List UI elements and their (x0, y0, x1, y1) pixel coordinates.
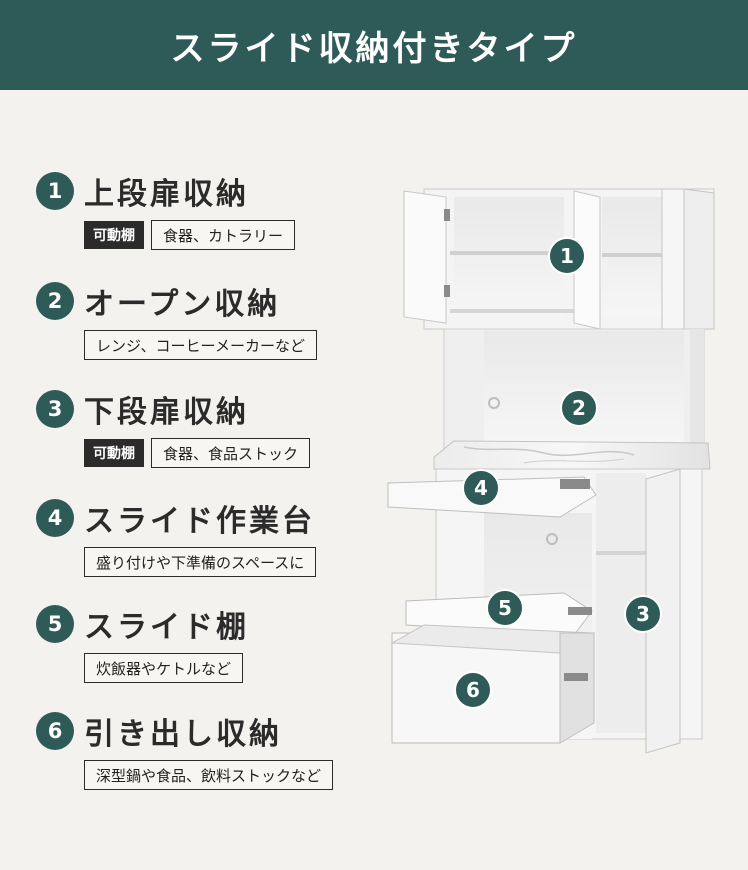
feature-title: 下段扉収納 (84, 395, 249, 430)
feature-item-4: 4 スライド作業台 盛り付けや下準備のスペースに (36, 497, 406, 577)
feature-usage-tag: 炊飯器やケトルなど (84, 653, 244, 683)
feature-number-badge: 4 (36, 499, 74, 537)
marker-slide-worktop: 4 (462, 469, 500, 507)
feature-usage-tag: 盛り付けや下準備のスペースに (84, 547, 317, 577)
feature-title: スライド棚 (84, 610, 249, 645)
marker-open-storage: 2 (560, 389, 598, 427)
feature-number-badge: 3 (36, 390, 74, 428)
feature-number-badge: 6 (36, 712, 74, 750)
feature-number-badge: 1 (36, 172, 74, 210)
feature-item-2: 2 オープン収納 レンジ、コーヒーメーカーなど (36, 280, 406, 360)
feature-item-1: 1 上段扉収納 可動棚 食器、カトラリー (36, 170, 406, 250)
feature-usage-tag: 食器、食品ストック (151, 438, 311, 468)
kitchen-cabinet-illustration: 1 2 3 4 5 6 (384, 183, 720, 763)
page-header: スライド収納付きタイプ (0, 0, 748, 90)
feature-item-6: 6 引き出し収納 深型鍋や食品、飲料ストックなど (36, 710, 406, 790)
marker-slide-shelf: 5 (486, 589, 524, 627)
marker-upper-door: 1 (548, 237, 586, 275)
cabinet-drawing (387, 188, 715, 754)
feature-number-badge: 5 (36, 605, 74, 643)
feature-title: スライド作業台 (84, 504, 315, 539)
feature-title: オープン収納 (84, 287, 281, 322)
feature-item-3: 3 下段扉収納 可動棚 食器、食品ストック (36, 388, 406, 468)
feature-usage-tag: レンジ、コーヒーメーカーなど (84, 330, 317, 360)
feature-title: 上段扉収納 (84, 177, 249, 212)
marker-drawer: 6 (454, 671, 492, 709)
marker-lower-door: 3 (624, 595, 662, 633)
feature-title: 引き出し収納 (84, 717, 282, 752)
feature-usage-tag: 食器、カトラリー (151, 220, 296, 250)
page-title: スライド収納付きタイプ (170, 28, 578, 69)
movable-shelf-badge: 可動棚 (84, 439, 144, 467)
feature-usage-tag: 深型鍋や食品、飲料ストックなど (84, 760, 334, 790)
movable-shelf-badge: 可動棚 (84, 221, 144, 249)
feature-number-badge: 2 (36, 282, 74, 320)
feature-item-5: 5 スライド棚 炊飯器やケトルなど (36, 603, 406, 683)
